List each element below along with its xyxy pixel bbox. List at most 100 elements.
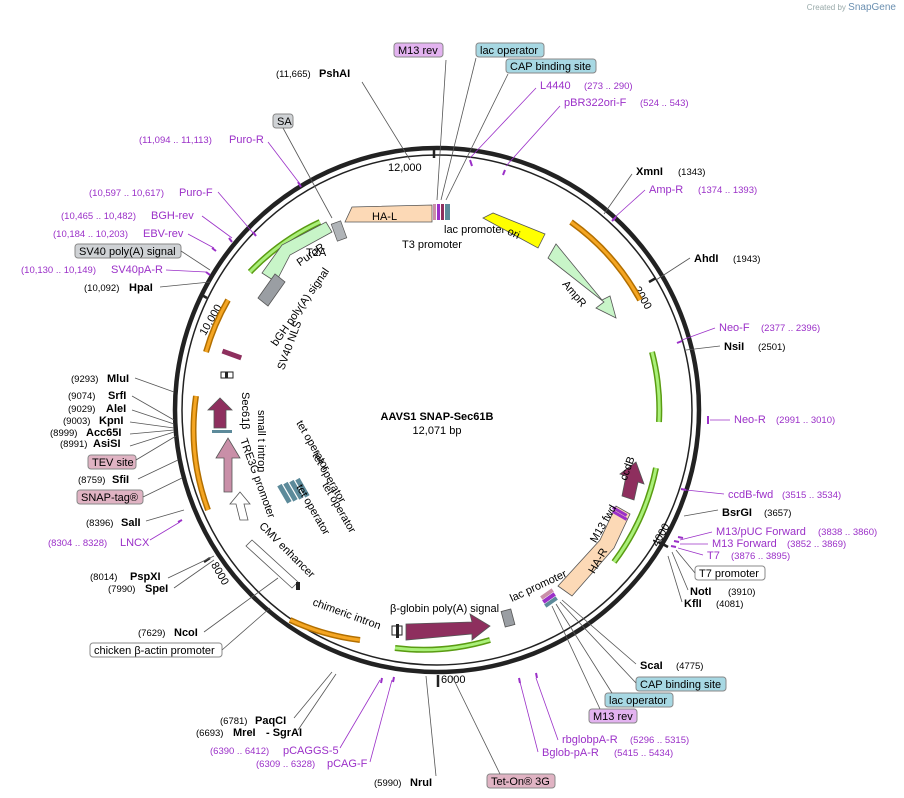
primer-ccdb-fwd-pos: (3515 .. 3534): [782, 490, 841, 501]
site-asisi-pos: (8991): [60, 439, 87, 450]
box-sv40-polya-text: SV40 poly(A) signal: [79, 246, 176, 258]
box-m13-rev-top: [393, 42, 444, 58]
tick-4000: [658, 540, 669, 549]
primer-puro-r: Puro-R: [229, 134, 264, 146]
primer-neo-f: Neo-F: [719, 322, 750, 334]
leader-bglob: [519, 681, 539, 753]
leader-kfli: [667, 555, 683, 603]
feature-lac-promoter-top: lac promoter: [444, 224, 505, 236]
site-kfli: KflI: [684, 598, 702, 610]
primer-m13-puc: M13/pUC Forward: [716, 526, 806, 538]
primer-l4440-pos: (273 .. 290): [584, 81, 633, 92]
tick-2000: [648, 276, 657, 284]
snapgene-credit: Created by SnapGene: [807, 2, 896, 13]
feature-ha-l-label: HA-L: [372, 211, 397, 223]
leader-pbr322: [505, 105, 561, 167]
leader-t7: [677, 547, 704, 556]
site-sfii-pos: (8759): [78, 475, 105, 486]
plasmid-size: 12,071 bp: [413, 425, 462, 437]
site-nrui: NruI: [410, 777, 432, 789]
leader-asisi: [129, 431, 175, 447]
feature-ampr: [547, 243, 617, 319]
primer-pcaggs5-pos: (6390 .. 6412): [210, 746, 269, 757]
primer-neo-f-pos: (2377 .. 2396): [761, 323, 820, 334]
feature-sec61b-label: Sec61β: [239, 392, 251, 430]
site-hpai-pos: (10,092): [84, 283, 119, 294]
feature-small-t-mark: [225, 372, 228, 378]
leader-m13rev-top: [436, 59, 447, 201]
site-nrui-pos: (5990): [374, 778, 401, 789]
site-sali: SalI: [121, 517, 141, 529]
plasmid-name: AAVS1 SNAP-Sec61B: [381, 411, 494, 423]
leader-nsii: [685, 345, 721, 351]
primer-ebv-rev: EBV-rev: [143, 228, 184, 240]
site-srfi: SrfI: [108, 390, 126, 402]
primer-l4440: L4440: [540, 80, 571, 92]
leader-amp-r: [613, 189, 646, 219]
leader-bgh-rev: [201, 215, 233, 239]
site-mlui: MluI: [107, 373, 129, 385]
site-kfli-pos: (4081): [716, 599, 743, 610]
site-sfii: SfiI: [112, 474, 129, 486]
box-cap-bot: [635, 676, 727, 692]
box-chicken-actin-text: chicken β-actin promoter: [94, 645, 215, 657]
site-paqci-pos: (6781): [220, 716, 247, 727]
feature-m13-fwd-sites: [612, 506, 628, 521]
site-mrei-pos: (6693): [196, 728, 223, 739]
leader-sali: [145, 509, 185, 522]
box-lac-operator-bot: [604, 692, 674, 708]
feature-beta-globin: [405, 613, 491, 641]
tick-label-12000: 12,000: [388, 162, 422, 174]
feature-tetop-2: tet operator: [293, 419, 332, 474]
leader-pspxi: [167, 555, 215, 579]
box-tet-on-text: Tet-On® 3G: [491, 776, 550, 788]
arc-orange-3-core: [192, 395, 210, 511]
arc-orange-4-core: [204, 299, 230, 353]
arc-green-4-core: [248, 220, 321, 274]
site-ahdi-pos: (1943): [733, 254, 760, 265]
feature-bgh-box: [257, 273, 286, 307]
site-asisi: AsiSI: [93, 438, 121, 450]
site-bsrgi: BsrGI: [722, 507, 752, 519]
primer-m13-puc-pos: (3838 .. 3860): [818, 527, 877, 538]
box-m13-rev-bot-text: M13 rev: [593, 711, 633, 723]
leader-ccdb-fwd: [685, 489, 725, 495]
leader-ebv-rev: [187, 233, 215, 249]
site-noti: NotI: [690, 586, 711, 598]
primer-m13-forward-pos: (3852 .. 3869): [787, 539, 846, 550]
primer-lncx-pos: (8304 .. 8328): [48, 538, 107, 549]
primer-bglob: Bglob-pA-R: [542, 747, 599, 759]
arc-orange-1-core: [570, 220, 642, 301]
site-alei: AleI: [106, 403, 126, 415]
leader-pcaggs5: [339, 679, 381, 749]
leader-l4440: [469, 87, 537, 159]
leader-sv40-polya: [180, 250, 211, 271]
box-lac-operator-bot-text: lac operator: [609, 695, 667, 707]
site-acc65i: Acc65I: [86, 427, 121, 439]
arc-green-1-core: [650, 351, 661, 423]
backbone-outer: [172, 145, 702, 675]
leader-puro-f: [217, 191, 255, 235]
feature-small-t-label: small t intron: [255, 410, 267, 472]
site-scai: ScaI: [640, 660, 663, 672]
primer-sv40pa-r-pos: (10,130 .. 10,149): [21, 265, 96, 276]
leader-snap-tag: [142, 477, 183, 498]
credit-brand: SnapGene: [848, 2, 896, 13]
feature-lac-site-1: [433, 204, 436, 220]
site-sali-pos: (8396): [86, 518, 113, 529]
leader-nrui: [425, 675, 437, 777]
primer-amp-r: Amp-R: [649, 184, 683, 196]
leader-ncoi: [203, 577, 279, 633]
primer-rbglob: rbglobpA-R: [562, 734, 618, 746]
feature-lac-site-3: [441, 204, 444, 220]
leader-srfi: [131, 395, 175, 421]
leader-chicken-actin: [221, 607, 271, 651]
primer-sv40pa-r: SV40pA-R: [111, 264, 163, 276]
box-cap-top-text: CAP binding site: [510, 61, 591, 73]
feature-t2a: [330, 220, 348, 242]
feature-sec61b: [207, 397, 233, 429]
feature-lac-site-4: [445, 204, 450, 220]
leader-cap-top: [445, 73, 509, 201]
tick-label-6000: 6000: [441, 674, 465, 686]
primer-t7: T7: [707, 550, 720, 562]
